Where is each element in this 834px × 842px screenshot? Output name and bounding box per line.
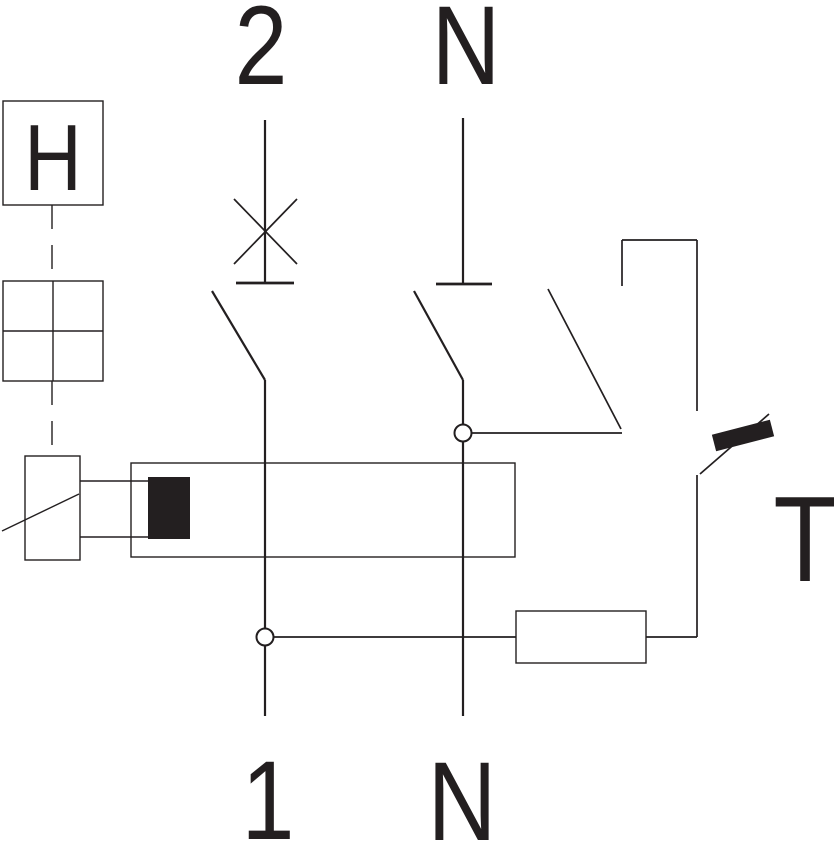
current-transformer-box [130,462,516,558]
trip-relay-actuator-line [1,493,80,532]
trip-relay-box [24,455,81,561]
terminal-label-top-neutral: N [432,0,501,109]
test-button-t-label: T [773,471,834,607]
ct-core-icon [148,477,190,539]
junction-node-phase [255,627,275,647]
terminal-label-bottom-phase: 1 [242,739,295,842]
neutral-switch-blade [413,290,464,381]
terminal-label-top-phase: 2 [235,0,288,109]
aux-module-h-box [2,100,104,206]
aux-module-h-label: H [24,106,82,211]
phase-switch-blade [211,290,266,381]
test-button-icon [711,419,775,452]
test-circuit-switch-blade [547,288,622,430]
terminal-label-bottom-neutral: N [428,740,497,842]
junction-node-neutral [453,423,473,443]
test-resistor-box [515,610,647,664]
overcurrent-release-x-icon [233,198,298,265]
